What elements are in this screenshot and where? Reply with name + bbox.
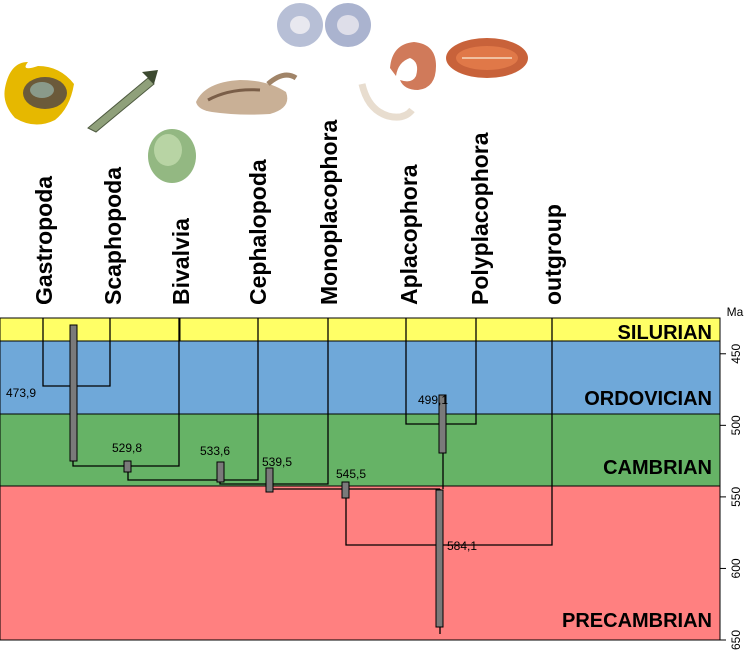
node-age-label: 539,5 <box>262 455 292 469</box>
taxon-label-bivalvia: Bivalvia <box>168 218 194 305</box>
axis-tick-label: 500 <box>729 415 743 435</box>
axis-tick-label: 550 <box>729 487 743 507</box>
monoplacophoran-shells-photo-icon <box>277 3 371 47</box>
taxon-label-outgroup: outgroup <box>540 204 566 305</box>
taxon-label-scaphopoda: Scaphopoda <box>100 167 126 305</box>
axis-unit-label: Ma <box>727 305 744 319</box>
node-age-label: 529,8 <box>112 441 142 455</box>
polyplacophoran-chiton-photo-icon <box>446 38 528 78</box>
aplacophoran-worm-photo-icon <box>358 42 436 121</box>
bivalve-shell-photo-icon <box>148 129 196 183</box>
tree-branch <box>345 318 553 546</box>
node-age-bar <box>435 489 444 628</box>
cephalopod-cuttlefish-photo-icon <box>196 72 298 115</box>
taxon-label-aplacophora: Aplacophora <box>396 164 422 305</box>
taxon-label-cephalopoda: Cephalopoda <box>245 159 271 305</box>
taxon-label-polyplacophora: Polyplacophora <box>467 132 493 305</box>
scaphopod-tusk-photo-icon <box>87 70 158 133</box>
node-age-bar <box>216 461 225 483</box>
taxon-label-gastropoda: Gastropoda <box>31 176 57 305</box>
period-label-precambrian: PRECAMBRIAN <box>562 610 712 632</box>
node-age-bar <box>265 467 274 493</box>
gastropod-shell-photo-icon <box>4 62 74 125</box>
node-age-label: 584,1 <box>447 539 477 553</box>
node-age-label: 499,1 <box>418 393 448 407</box>
axis-tick-label: 600 <box>729 558 743 578</box>
node-age-bar <box>69 324 78 462</box>
axis-tick-label: 450 <box>729 343 743 363</box>
taxon-label-monoplacophora: Monoplacophora <box>316 120 342 305</box>
axis-tick-label: 650 <box>729 630 743 650</box>
node-age-bar <box>438 394 447 454</box>
period-label-silurian: SILURIAN <box>618 322 712 344</box>
node-age-bar <box>123 460 132 473</box>
node-age-label: 533,6 <box>200 444 230 458</box>
node-age-label: 545,5 <box>336 467 366 481</box>
period-band-silurian <box>0 317 721 342</box>
period-label-ordovician: ORDOVICIAN <box>584 388 712 410</box>
node-age-label: 473,9 <box>6 386 36 400</box>
period-label-cambrian: CAMBRIAN <box>603 457 712 479</box>
tree-branch <box>127 318 259 481</box>
period-band-ordovician <box>0 340 721 415</box>
node-age-bar <box>341 481 350 499</box>
period-band-cambrian <box>0 413 721 487</box>
